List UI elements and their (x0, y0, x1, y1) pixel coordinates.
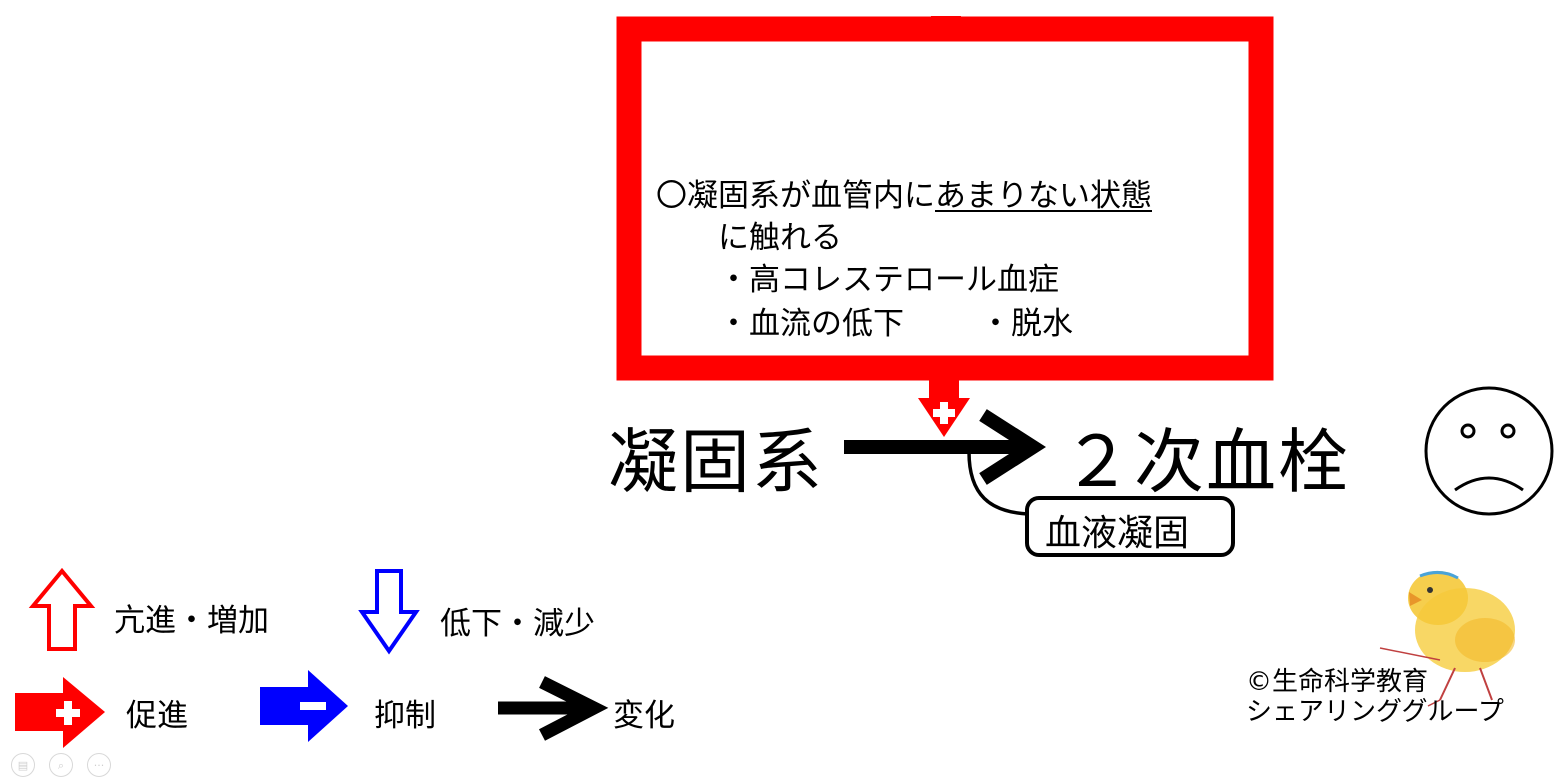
legend-increase-label: 亢進・増加 (114, 603, 269, 639)
plus-arrow-icon (15, 677, 105, 748)
legend-change-label: 変化 (613, 698, 675, 734)
box-heading: 〇凝固系が血管内にあまりない状態 (656, 175, 1152, 218)
box-heading-underlined: あまりない状態 (935, 178, 1152, 214)
slides-view-icon[interactable]: ▤ (11, 753, 35, 777)
flow-source-label: 凝固系 (608, 421, 824, 503)
sad-face-icon (1424, 386, 1554, 516)
legend-inhibit-label: 抑制 (374, 698, 436, 734)
box-bullet-1: ・高コレステロール血症 (718, 262, 1059, 298)
box-bullet-2a: ・血流の低下 (718, 306, 904, 342)
process-label-frame (1025, 496, 1235, 557)
up-arrow-icon (28, 567, 96, 651)
chick-icon (1379, 571, 1515, 707)
change-arrow-main (844, 409, 1046, 485)
process-connector (967, 451, 1029, 516)
legend-promote-label: 促進 (126, 698, 188, 734)
more-options-icon[interactable]: ··· (87, 753, 111, 777)
box-heading-line2: に触れる (718, 220, 842, 256)
box-bullet-2b: ・脱水 (980, 306, 1073, 342)
credit-line-1: ©生命科学教育 (1246, 667, 1429, 697)
down-arrow-icon (358, 569, 420, 655)
black-arrow-icon (498, 676, 609, 741)
credit-line-2: シェアリンググループ (1246, 697, 1504, 727)
flow-process-label: 血液凝固 (1045, 513, 1190, 554)
legend-decrease-label: 低下・減少 (440, 606, 595, 642)
box-heading-prefix: 〇凝固系が血管内に (656, 178, 935, 214)
promote-arrow-from-box (918, 378, 970, 437)
condition-box-frame (616, 16, 1274, 381)
flow-result-label: ２次血栓 (1062, 421, 1350, 503)
minus-arrow-icon (260, 670, 348, 742)
zoom-icon[interactable]: ⌕ (49, 753, 73, 777)
